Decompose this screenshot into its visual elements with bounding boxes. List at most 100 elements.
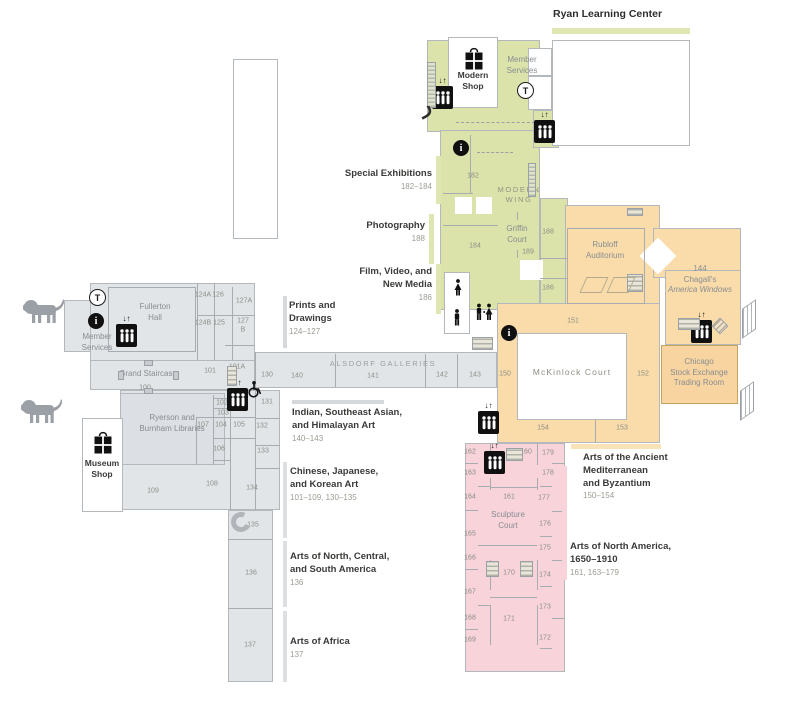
wall-segment (490, 478, 491, 490)
wall-segment (335, 354, 336, 387)
gallery-range-arts-north-america: 161, 163–179 (570, 567, 619, 577)
place-modern-wing-line: WING (505, 194, 533, 204)
elevator-car (534, 120, 555, 143)
room-label-168: 168 (464, 614, 476, 622)
elevator-arrows: ↓↑ (697, 310, 706, 319)
place-grand-staircase-line: Grand Staircase (119, 369, 177, 378)
gallery-bar-arts-africa (283, 611, 287, 682)
gallery-label-film-video-new-media-line: New Media (382, 278, 432, 290)
gallery-label-film-video-new-media-line: Film, Video, and (359, 266, 432, 277)
place-modern-wing-line: MODERN (497, 185, 541, 194)
wall-segment (214, 460, 230, 461)
wall-segment (443, 225, 498, 226)
place-chagall-windows-line: 144 (693, 264, 707, 273)
elevator-arrows: ↓↑ (490, 441, 499, 450)
gallery-label-prints-drawings-line: Drawings (289, 312, 332, 324)
dashed-wall (477, 152, 513, 153)
room-label-106: 106 (213, 445, 225, 453)
gallery-label-chinese-japanese-korean-line: Chinese, Japanese, (290, 466, 379, 477)
gallery-bar-photography (429, 214, 434, 264)
gallery-label-photography-line: Photography (366, 220, 425, 231)
escalator-icon (427, 62, 436, 108)
gallery-bar-special-exhibitions (436, 156, 441, 204)
zone-mckinlock-courtyard (517, 333, 627, 420)
zone-gray-entrance (64, 300, 91, 352)
zone-north-corridor-outline (233, 59, 278, 239)
wall-segment (228, 539, 273, 540)
gallery-label-ancient-mediterranean-line: and Byzantium (583, 477, 651, 489)
gallery-label-arts-americas-line: Arts of North, Central, (290, 551, 390, 562)
room-label-161: 161 (503, 493, 515, 501)
gallery-bar-ryan-underline (552, 28, 690, 34)
restroom-family-icon (474, 303, 495, 326)
restroom-women-icon (452, 279, 464, 301)
elevator-arrows: ↓↑ (540, 110, 549, 119)
hatched-ramp-icon (742, 299, 756, 339)
grand-staircase-marker-icon (173, 371, 179, 380)
room-label-127A: 127A (235, 297, 253, 305)
room-label-164: 164 (464, 493, 476, 501)
wall-segment (214, 408, 230, 409)
place-ryerson-burnham-line: Ryerson and (149, 413, 195, 422)
place-sculpture-court-line: Court (498, 520, 518, 530)
room-label-107: 107 (197, 421, 209, 429)
room-label-B: B (240, 326, 246, 334)
zone-pink-block (465, 443, 565, 672)
gallery-bar-chinese-japanese-korean (283, 462, 287, 538)
room-label-166: 166 (464, 554, 476, 562)
place-fullerton-hall-line: Hall (148, 312, 162, 322)
wall-segment (465, 629, 478, 630)
stairs-icon (678, 318, 700, 330)
wall-segment (540, 486, 552, 487)
gallery-bar-arts-north-america (562, 466, 567, 580)
lion-statue-icon (20, 398, 63, 429)
gallery-label-arts-africa-line: Arts of Africa (290, 636, 350, 647)
elevator-icon: ↓↑ (534, 111, 555, 143)
grand-staircase-marker-icon (144, 360, 153, 366)
place-museum-shop-line: Shop (91, 469, 113, 480)
wall-segment (537, 560, 538, 590)
gallery-label-special-exhibitions-line: Special Exhibitions (344, 168, 432, 179)
place-chagall-windows-line: Chagall's (683, 274, 717, 284)
zone-green-white-cut-b (476, 197, 492, 214)
gallery-label-arts-americas: Arts of North, Central,and South America… (290, 551, 389, 588)
wall-segment (255, 352, 256, 510)
elevator-arrows: ↓↑ (122, 314, 131, 323)
gallery-range-arts-americas: 136 (290, 577, 304, 587)
room-label-124B: 124B (194, 319, 212, 327)
room-label-130: 130 (261, 371, 273, 379)
place-rubloff-auditorium-line: Rubloff (592, 240, 618, 249)
info-icon: i (453, 140, 469, 156)
elevator-icon: ↓↑ (478, 402, 499, 434)
room-label-177: 177 (538, 494, 550, 502)
wall-segment (197, 315, 255, 316)
room-label-105: 105 (233, 421, 245, 429)
room-label-165: 165 (464, 530, 476, 538)
room-label-162: 162 (464, 448, 476, 456)
wall-segment (537, 443, 538, 465)
wall-segment (595, 420, 596, 443)
wall-segment (540, 278, 568, 279)
zone-green-white-cut-a (455, 197, 472, 214)
restroom-men-icon (452, 309, 462, 331)
room-label-101: 101 (204, 367, 216, 375)
room-label-172: 172 (539, 634, 551, 642)
room-label-135: 135 (247, 521, 259, 529)
gallery-bar-arts-americas (283, 541, 287, 607)
elevator-icon: ↓↑ (484, 442, 505, 474)
wall-segment (537, 605, 538, 645)
zone-gray-south-strip (228, 510, 273, 682)
wall-segment (225, 345, 255, 346)
wall-segment (255, 468, 280, 469)
wall-segment (567, 228, 645, 304)
stairs-icon (520, 561, 533, 577)
place-stock-exchange-line: Trading Room (673, 378, 725, 388)
gallery-label-ancient-mediterranean-line: Arts of the Ancient (583, 452, 668, 463)
wall-segment (214, 438, 255, 439)
gallery-bar-ancient-mediterranean (571, 444, 661, 449)
